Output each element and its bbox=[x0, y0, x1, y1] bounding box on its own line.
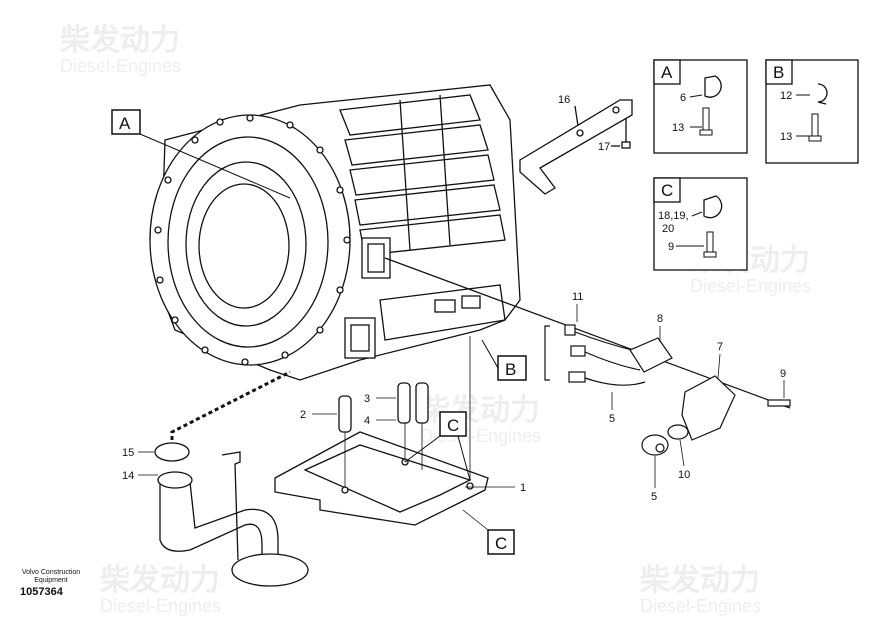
plate-leaders bbox=[344, 336, 515, 531]
footer-brand-line1: Volvo Construction bbox=[21, 569, 81, 576]
detail-box-c: C 18,19, 20 9 bbox=[653, 177, 748, 271]
part-label-10: 10 bbox=[678, 469, 690, 481]
watermark-cn: 柴发动力 bbox=[60, 23, 180, 58]
footer-doc-number: 1057364 bbox=[20, 586, 63, 598]
part-label-17: 17 bbox=[598, 141, 610, 153]
label-13: 13 bbox=[672, 122, 684, 134]
part-label-16: 16 bbox=[558, 94, 570, 106]
svg-text:B: B bbox=[773, 63, 784, 82]
part-label-11: 11 bbox=[572, 291, 583, 303]
watermark-en: Diesel-Engines bbox=[690, 276, 811, 296]
label-9: 9 bbox=[668, 241, 674, 253]
label-20: 20 bbox=[662, 223, 674, 235]
part-label-15: 15 bbox=[122, 447, 134, 459]
part-label-7: 7 bbox=[717, 341, 723, 353]
label-6: 6 bbox=[680, 92, 686, 104]
suction-pipe-14 bbox=[157, 451, 309, 587]
part-label-5: 5 bbox=[609, 413, 615, 425]
watermark-en: Diesel-Engines bbox=[420, 426, 541, 446]
watermark-cn: 柴发动力 bbox=[640, 563, 760, 598]
svg-text:B: B bbox=[505, 360, 516, 379]
callout-c-lower: C bbox=[487, 529, 515, 555]
housing-fins bbox=[339, 94, 506, 256]
plug-leaders bbox=[312, 397, 396, 421]
part-label-4: 4 bbox=[364, 415, 370, 427]
label-13: 13 bbox=[780, 131, 792, 143]
footer-brand: Volvo Construction Equipment bbox=[16, 569, 86, 585]
plugs-2-3-4 bbox=[338, 382, 429, 433]
oring-15 bbox=[154, 442, 190, 462]
part-label-2: 2 bbox=[300, 409, 306, 421]
part-label-5: 5 bbox=[651, 491, 657, 503]
bracket-16 bbox=[519, 99, 633, 195]
detail-box-a: A 6 13 bbox=[653, 59, 748, 154]
callout-b: B bbox=[481, 339, 527, 381]
callout-c-plate: C bbox=[404, 411, 471, 481]
watermark-cn: 柴发动力 bbox=[100, 563, 220, 598]
svg-text:C: C bbox=[661, 181, 673, 200]
watermark-en: Diesel-Engines bbox=[60, 56, 181, 76]
transmission-housing bbox=[149, 84, 521, 381]
footer-brand-line2: Equipment bbox=[34, 577, 68, 584]
valve-plate-1 bbox=[274, 431, 489, 526]
flange-bolts bbox=[154, 114, 351, 366]
part-label-9: 9 bbox=[780, 368, 786, 380]
svg-text:A: A bbox=[661, 63, 673, 82]
label-12: 12 bbox=[780, 90, 792, 102]
wiring-harness bbox=[384, 257, 791, 456]
watermark-cn: 柴发动力 bbox=[420, 393, 540, 428]
watermark-en: Diesel-Engines bbox=[100, 596, 221, 616]
part-label-1: 1 bbox=[520, 482, 526, 494]
pipe-leaders bbox=[138, 451, 158, 476]
label-18-19: 18,19, bbox=[658, 210, 689, 222]
harness-leaders bbox=[576, 304, 785, 488]
svg-text:C: C bbox=[447, 416, 459, 435]
watermark-en: Diesel-Engines bbox=[640, 596, 761, 616]
callout-a: A bbox=[111, 109, 291, 199]
part-label-14: 14 bbox=[122, 470, 134, 482]
part-label-8: 8 bbox=[657, 313, 663, 325]
detail-box-b: B 12 13 bbox=[765, 59, 859, 164]
svg-text:A: A bbox=[119, 114, 131, 133]
dashed-routing-line bbox=[170, 370, 291, 440]
part-label-3: 3 bbox=[364, 393, 370, 405]
svg-text:C: C bbox=[495, 534, 507, 553]
